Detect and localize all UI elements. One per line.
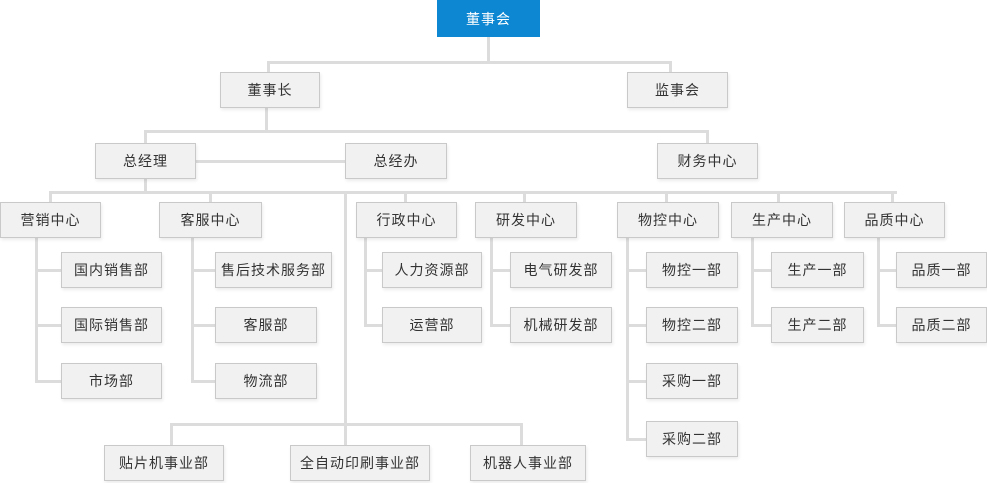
node-supervisory-board: 监事会 <box>627 72 728 108</box>
connector-line <box>669 61 672 72</box>
connector-line <box>364 269 382 272</box>
node-operations-dept: 运营部 <box>382 307 482 343</box>
connector-line <box>626 269 646 272</box>
connector-line <box>265 108 268 133</box>
connector-line <box>364 324 382 327</box>
node-board-of-directors: 董事会 <box>437 0 540 37</box>
connector-line <box>520 423 523 445</box>
node-gm-office: 总经办 <box>345 143 447 179</box>
connector-line <box>626 380 646 383</box>
connector-line <box>523 191 526 202</box>
connector-line <box>877 324 897 327</box>
connector-line <box>35 269 61 272</box>
connector-line <box>490 269 510 272</box>
node-hr-dept: 人力资源部 <box>382 252 482 288</box>
connector-line <box>364 238 367 327</box>
node-quality-2: 品质二部 <box>896 307 987 343</box>
node-material-control-2: 物控二部 <box>646 307 738 343</box>
connector-line <box>626 438 646 441</box>
connector-line <box>35 380 61 383</box>
node-material-control-1: 物控一部 <box>646 252 738 288</box>
node-customer-service-dept: 客服部 <box>215 307 317 343</box>
connector-line <box>751 269 771 272</box>
connector-line <box>191 238 194 383</box>
connector-line <box>35 238 38 383</box>
connector-line <box>144 130 709 133</box>
node-production-center: 生产中心 <box>731 202 833 238</box>
connector-line <box>209 191 212 202</box>
connector-line <box>487 37 490 61</box>
node-mechanical-rnd-dept: 机械研发部 <box>510 307 612 343</box>
connector-line <box>35 324 61 327</box>
connector-line <box>665 191 668 202</box>
node-electrical-rnd-dept: 电气研发部 <box>510 252 612 288</box>
node-logistics-dept: 物流部 <box>215 363 317 399</box>
connector-line <box>196 160 345 163</box>
connector-line <box>490 238 493 327</box>
node-domestic-sales-dept: 国内销售部 <box>61 252 162 288</box>
connector-line <box>891 191 894 202</box>
connector-line <box>344 423 347 445</box>
node-general-manager: 总经理 <box>95 143 196 179</box>
connector-line <box>626 324 646 327</box>
connector-line <box>49 191 897 194</box>
node-customer-service-center: 客服中心 <box>159 202 262 238</box>
connector-line <box>626 238 629 441</box>
node-chairman: 董事长 <box>220 72 320 108</box>
connector-line <box>877 269 897 272</box>
connector-line <box>191 380 215 383</box>
node-production-2: 生产二部 <box>771 307 864 343</box>
connector-line <box>267 61 672 64</box>
node-material-control-center: 物控中心 <box>617 202 719 238</box>
node-finance-center: 财务中心 <box>657 143 758 179</box>
node-market-dept: 市场部 <box>61 363 162 399</box>
connector-line <box>751 238 754 327</box>
connector-line <box>144 179 147 194</box>
connector-line <box>344 191 347 425</box>
connector-line <box>404 191 407 202</box>
node-purchasing-1: 采购一部 <box>646 363 738 399</box>
node-smt-machine-division: 贴片机事业部 <box>104 445 224 481</box>
node-robot-division: 机器人事业部 <box>470 445 586 481</box>
connector-line <box>191 324 215 327</box>
connector-line <box>170 423 173 445</box>
node-purchasing-2: 采购二部 <box>646 421 738 457</box>
connector-line <box>777 191 780 202</box>
connector-line <box>490 324 510 327</box>
node-admin-center: 行政中心 <box>356 202 457 238</box>
connector-line <box>706 130 709 143</box>
node-auto-printing-division: 全自动印刷事业部 <box>290 445 430 481</box>
node-marketing-center: 营销中心 <box>0 202 101 238</box>
node-production-1: 生产一部 <box>771 252 864 288</box>
connector-line <box>267 61 270 72</box>
connector-line <box>877 238 880 327</box>
connector-line <box>751 324 771 327</box>
node-quality-1: 品质一部 <box>896 252 987 288</box>
connector-line <box>49 191 52 202</box>
node-quality-center: 品质中心 <box>844 202 945 238</box>
node-international-sales-dept: 国际销售部 <box>61 307 162 343</box>
connector-line <box>144 130 147 143</box>
node-rnd-center: 研发中心 <box>475 202 577 238</box>
node-after-sales-tech-service: 售后技术服务部 <box>215 252 332 288</box>
connector-line <box>191 269 215 272</box>
